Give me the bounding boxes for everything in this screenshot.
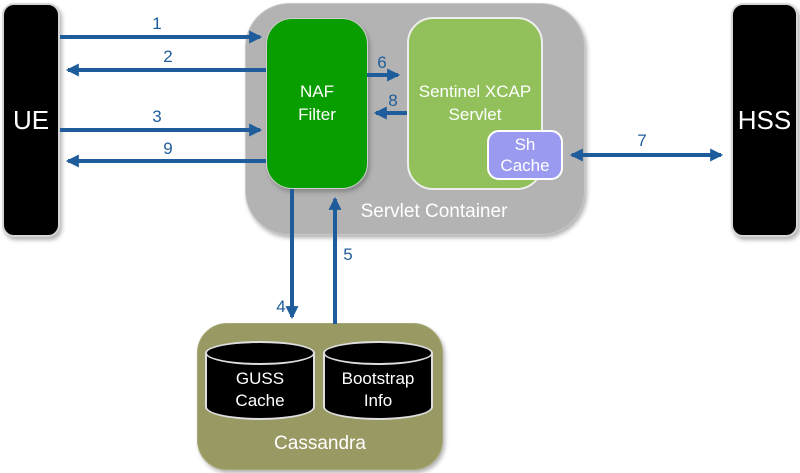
cylinder-guss-cache: GUSS Cache (205, 341, 315, 420)
edge-label-9: 9 (163, 139, 173, 158)
servlet-container-label: Servlet Container (360, 201, 508, 222)
edge-label-8: 8 (388, 91, 398, 110)
node-naf-filter: NAF Filter (266, 18, 368, 189)
node-sh-cache-label: Sh Cache (500, 134, 550, 175)
cassandra-label: Cassandra (274, 433, 366, 454)
edge-label-4: 4 (276, 297, 286, 316)
cylinder-bootstrap-info-label: Bootstrap Info (341, 369, 415, 410)
node-sentinel-xcap-servlet-label: Sentinel XCAP Servlet (418, 82, 532, 124)
node-sh-cache: Sh Cache (487, 130, 563, 180)
edge-label-6: 6 (377, 53, 387, 72)
node-ue-label: UE (12, 104, 50, 135)
cylinder-top-ellipse (323, 341, 433, 365)
edge-label-2: 2 (163, 47, 173, 66)
edge-label-5: 5 (343, 245, 353, 264)
edge-label-3: 3 (152, 107, 162, 126)
node-hss-label: HSS (737, 104, 792, 135)
node-naf-filter-label: NAF Filter (298, 82, 336, 124)
cylinder-top-ellipse (205, 341, 315, 365)
node-ue: UE (2, 3, 60, 237)
node-hss: HSS (731, 3, 798, 237)
edge-label-7: 7 (637, 131, 647, 150)
node-sentinel-xcap-servlet: Sentinel XCAP Servlet (407, 17, 543, 190)
edge-label-1: 1 (152, 14, 162, 33)
cylinder-guss-cache-label: GUSS Cache (235, 369, 285, 410)
cylinder-bootstrap-info: Bootstrap Info (323, 341, 433, 420)
